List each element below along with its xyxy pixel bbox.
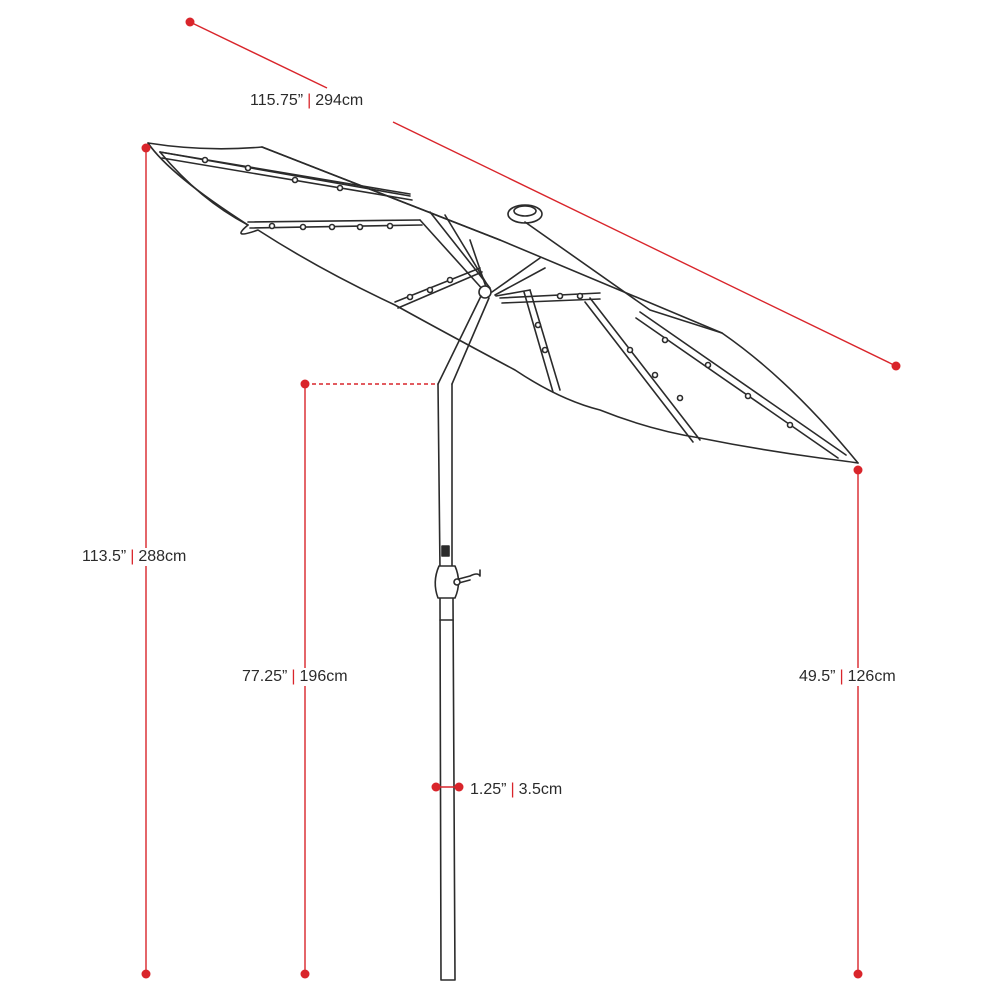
umbrella-illustration bbox=[147, 142, 859, 981]
pole-height-metric: 196cm bbox=[299, 668, 348, 685]
canopy-top-edge bbox=[147, 142, 859, 464]
total-height-imperial: 113.5” bbox=[82, 548, 127, 565]
canopy-ribs bbox=[159, 151, 847, 459]
tilt-button bbox=[441, 545, 450, 557]
pole-main bbox=[437, 383, 456, 981]
separator: | bbox=[839, 668, 844, 685]
total-height-dot-bottom bbox=[141, 969, 151, 979]
pole-diameter-dot-left bbox=[431, 782, 441, 792]
canopy-hem-left bbox=[147, 142, 249, 226]
edge-clearance-dot-bottom bbox=[853, 969, 863, 979]
edge-clearance-imperial: 49.5” bbox=[799, 668, 836, 685]
pole-diameter-dot-right bbox=[454, 782, 464, 792]
led-lights bbox=[201, 156, 794, 429]
umbrella-hub bbox=[478, 285, 492, 299]
edge-clearance-metric: 126cm bbox=[847, 668, 896, 685]
canopy-width-dot-end bbox=[891, 361, 901, 371]
pole-height-imperial: 77.25” bbox=[242, 668, 288, 685]
canopy-width-imperial: 115.75” bbox=[250, 92, 304, 109]
canopy-width-line-a bbox=[189, 21, 328, 89]
pole-height-dot-top bbox=[300, 379, 310, 389]
edge-clearance-dot-top bbox=[853, 465, 863, 475]
total-height-label: 113.5”|288cm bbox=[82, 548, 187, 566]
canopy-width-dot-start bbox=[185, 17, 195, 27]
pole-diameter-metric: 3.5cm bbox=[518, 781, 563, 798]
canopy-width-label: 115.75”|294cm bbox=[250, 92, 364, 110]
canopy-width-metric: 294cm bbox=[315, 92, 364, 109]
crank-housing bbox=[434, 565, 460, 599]
edge-clearance-label: 49.5”|126cm bbox=[799, 668, 896, 686]
separator: | bbox=[130, 548, 135, 565]
pole-height-label: 77.25”|196cm bbox=[242, 668, 348, 686]
canopy-width-line-b bbox=[392, 121, 897, 367]
separator: | bbox=[291, 668, 296, 685]
pole-upper-section bbox=[437, 295, 490, 385]
canopy-hem bbox=[159, 151, 859, 464]
pole-diameter-label: 1.25”|3.5cm bbox=[470, 781, 563, 799]
separator: | bbox=[307, 92, 312, 109]
separator: | bbox=[510, 781, 515, 798]
total-height-dot-top bbox=[141, 143, 151, 153]
dimension-lines bbox=[141, 17, 901, 979]
canopy-top-cap bbox=[507, 204, 543, 224]
total-height-metric: 288cm bbox=[138, 548, 187, 565]
pole-height-dot-bottom bbox=[300, 969, 310, 979]
pole-diameter-imperial: 1.25” bbox=[470, 781, 507, 798]
